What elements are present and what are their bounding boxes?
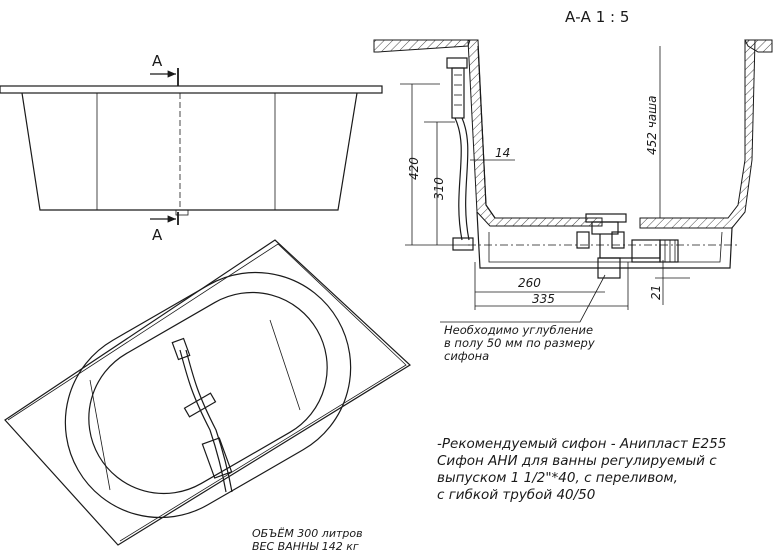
dimension-260: 260 [518,276,541,290]
spec-weight: ВЕС ВАННЫ 142 кг [252,540,359,553]
section-title: А-А 1 : 5 [565,8,629,26]
dimension-310: 310 [432,177,446,200]
section-view: 420 310 14 452 чаша 260 335 21 [373,39,773,323]
iso-siphon-pipe [179,349,227,493]
siphon-note-line-2: Сифон АНИ для ванны регулируемый с [437,453,717,469]
dimension-335: 335 [532,292,555,306]
recess-note: Необходимо углубление в полу 50 мм по ра… [444,323,595,363]
siphon-note-line-4: с гибкой трубой 40/50 [437,487,595,503]
spec-volume: ОБЪЁМ 300 литров [252,527,363,540]
recess-note-line-1: Необходимо углубление [444,323,593,337]
tub-outer-rim [64,271,352,519]
flexible-pipe [454,117,463,241]
dimension-420: 420 [407,157,421,180]
dimension-452: 452 чаша [645,96,659,156]
section-mark-top: A [152,52,163,70]
siphon-note-line-1: -Рекомендуемый сифон - Анипласт Е255 [437,436,726,452]
dimension-21: 21 [649,285,663,300]
front-view: A A [0,52,383,244]
bowl-wall-left [467,39,603,227]
recess-note-line-2: в полу 50 мм по размеру [444,336,595,350]
recess-note-line-3: сифона [444,349,489,363]
section-mark-bottom: A [152,226,163,244]
siphon-trap [597,257,621,279]
dimension-14: 14 [495,146,510,160]
isometric-view [4,239,411,546]
overflow-fitting [446,57,468,69]
bowl-wall-right [639,39,756,229]
siphon-note: -Рекомендуемый сифон - Анипласт Е255 Сиф… [437,436,726,503]
specs-block: ОБЪЁМ 300 литров ВЕС ВАННЫ 142 кг [252,527,363,553]
tub-inner-bowl [88,291,328,495]
siphon-note-line-3: выпуском 1 1/2"*40, с переливом, [437,470,678,486]
